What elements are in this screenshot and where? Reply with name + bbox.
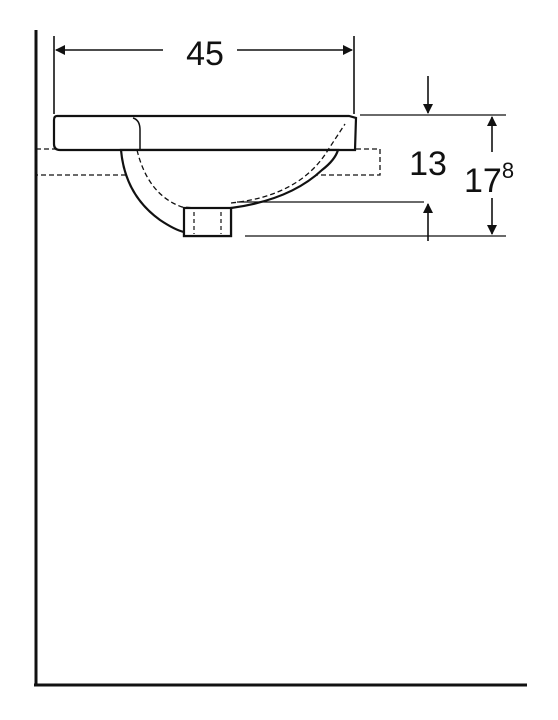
width-dimension-label: 45 bbox=[186, 35, 224, 73]
drain-outlet bbox=[182, 206, 233, 238]
height-dimension-label: 178 bbox=[464, 158, 514, 200]
basin-bowl-inner-dashed bbox=[136, 123, 346, 209]
height-dimension-superscript: 8 bbox=[502, 158, 514, 183]
depth-dimension-label: 13 bbox=[409, 145, 447, 183]
height-dimension-main: 17 bbox=[464, 162, 502, 200]
basin-rim-inner-edge bbox=[132, 117, 141, 150]
basin-rim bbox=[52, 114, 358, 152]
